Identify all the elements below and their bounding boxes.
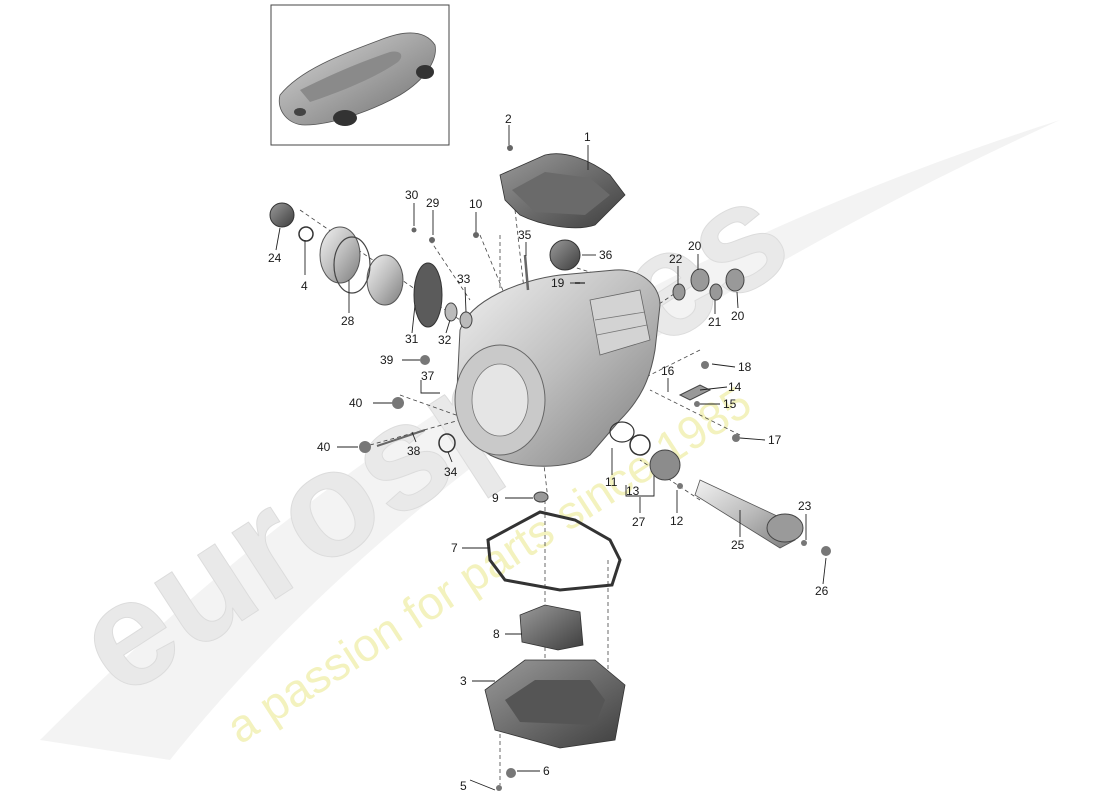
transmission-housing [454,269,661,467]
callout: 1 [584,130,591,144]
left-components [269,202,473,329]
callout: 22 [669,252,683,266]
callout: 18 [738,360,752,374]
callout: 24 [268,251,282,265]
callout: 19 [551,276,565,290]
callout: 9 [492,491,499,505]
drive-shaft [649,449,804,549]
callout: 2 [505,112,512,126]
callout: 4 [301,279,308,293]
callout: 37 [421,369,435,383]
callout: 13 [626,484,640,498]
sump-gasket [486,510,622,592]
callout: 32 [438,333,452,347]
callout: 33 [457,272,471,286]
callouts: 1 2 3 4 5 6 7 8 9 10 11 12 13 14 15 16 1… [268,112,829,793]
callout: 38 [407,444,421,458]
callout: 28 [341,314,355,328]
callout: 6 [543,764,550,778]
oil-sump [484,659,626,749]
callout: 27 [632,515,646,529]
callout: 35 [518,228,532,242]
callout: 15 [723,397,737,411]
callout: 14 [728,380,742,394]
callout: 25 [731,538,745,552]
callout: 16 [661,364,675,378]
callout: 17 [768,433,782,447]
small-fasteners [359,145,831,791]
callout: 23 [798,499,812,513]
car-thumbnail-icon [270,4,450,146]
callout: 12 [670,514,684,528]
callout: 40 [349,396,363,410]
callout: 8 [493,627,500,641]
callout: 29 [426,196,440,210]
callout: 26 [815,584,829,598]
callout: 21 [708,315,722,329]
callout: 30 [405,188,419,202]
top-cover [499,153,626,229]
callout: 40 [317,440,331,454]
callout: 11 [605,475,618,489]
callout: 5 [460,779,467,793]
callout: 10 [469,197,483,211]
callout-leaders [275,125,827,791]
right-components [438,239,745,503]
callout: 34 [444,465,458,479]
callout: 39 [380,353,394,367]
callout: 20 [731,309,745,323]
oil-filter [519,604,584,651]
callout: 36 [599,248,613,262]
callout: 7 [451,541,458,555]
callout: 3 [460,674,467,688]
callout: 31 [405,332,419,346]
callout: 20 [688,239,702,253]
